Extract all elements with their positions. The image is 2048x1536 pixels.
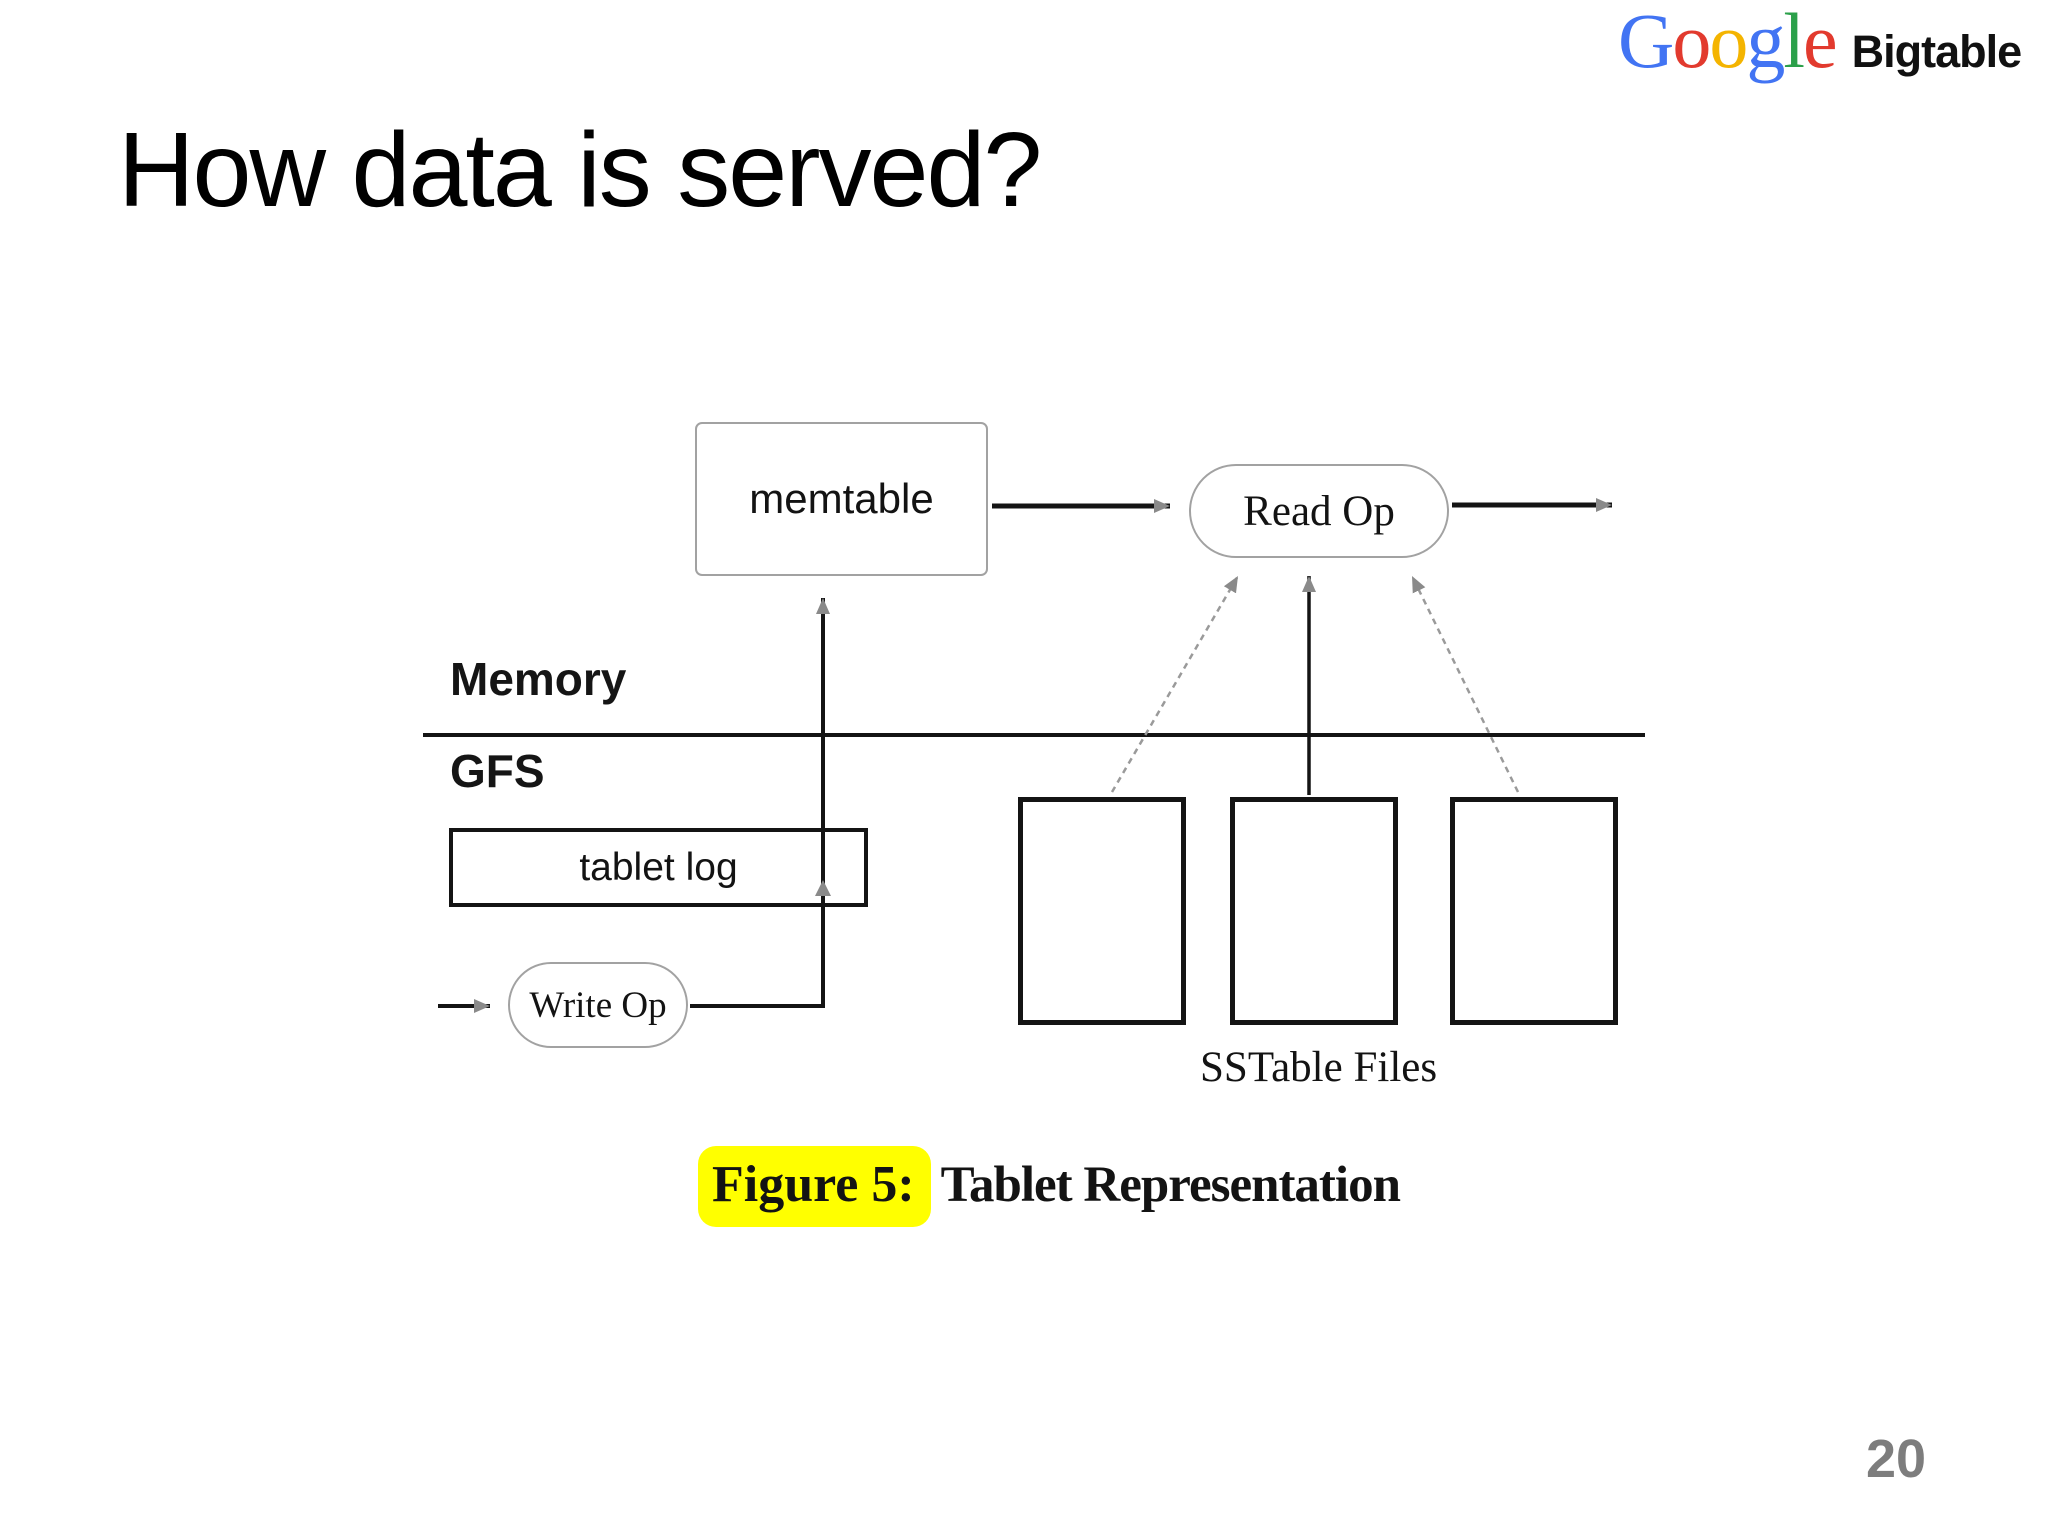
page-title: How data is served? <box>118 111 1042 229</box>
write-op-node: Write Op <box>508 962 688 1048</box>
arrow-sstable1-to-readop <box>1110 575 1240 793</box>
memtable-box: memtable <box>695 422 988 576</box>
read-op-node: Read Op <box>1189 464 1449 558</box>
google-logo-letter: o <box>1672 0 1711 84</box>
tablet-log-box: tablet log <box>449 828 868 907</box>
sstable-files-label: SSTable Files <box>1200 1044 1438 1091</box>
google-logo-letter: G <box>1618 0 1674 84</box>
figure-caption-highlight: Figure 5: <box>698 1146 931 1227</box>
sstable-box-3 <box>1450 797 1618 1025</box>
google-logo-letter: o <box>1709 0 1748 84</box>
google-logo-letter: g <box>1746 0 1785 84</box>
arrow-writeop-to-memtable <box>690 598 830 1008</box>
header-logo: Google Bigtable <box>1618 2 2023 80</box>
memory-label: Memory <box>450 653 627 705</box>
figure-caption: Figure 5: Tablet Representation <box>698 1146 1401 1227</box>
write-op-label: Write Op <box>529 984 667 1026</box>
google-logo-letter: l <box>1783 0 1805 84</box>
logo-product-label: Bigtable <box>1851 26 2023 77</box>
figure-caption-text: Tablet Representation <box>940 1157 1401 1213</box>
arrow-sstable3-to-readop <box>1410 575 1520 793</box>
gfs-label: GFS <box>450 745 545 797</box>
google-logo: Google <box>1618 2 1838 80</box>
tablet-log-label: tablet log <box>579 845 738 889</box>
page-number: 20 <box>1866 1429 1927 1489</box>
read-op-label: Read Op <box>1243 487 1395 535</box>
memtable-label: memtable <box>749 475 934 522</box>
sstable-box-1 <box>1018 797 1186 1025</box>
sstable-box-2 <box>1230 797 1398 1025</box>
google-logo-letter: e <box>1803 0 1838 84</box>
